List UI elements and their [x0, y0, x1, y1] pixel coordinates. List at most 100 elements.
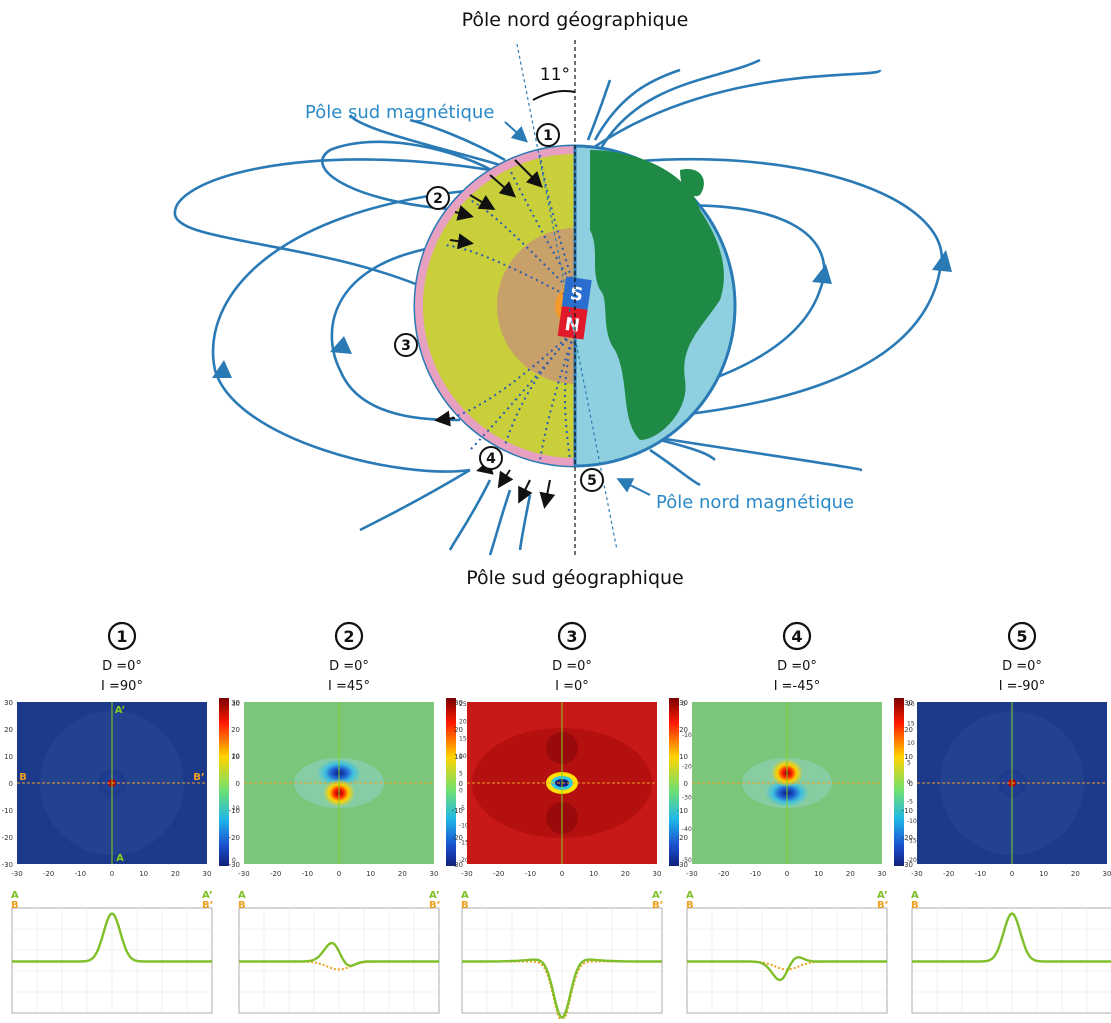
field-arrow-left-large: [212, 360, 232, 378]
svg-text:1: 1: [543, 128, 553, 144]
map-tick-x: -30: [238, 870, 249, 878]
profile-label-left: A: [911, 890, 919, 901]
colorbar-tick: 10: [232, 805, 240, 812]
map-tick-y: 30: [904, 699, 913, 707]
colorbar-tick: -20: [682, 763, 692, 770]
inner-field-lines: [444, 154, 576, 461]
title-north-geographic: Pôle nord géographique: [462, 9, 689, 31]
map-tick-x: -30: [686, 870, 697, 878]
colorbar-tick: -30: [682, 795, 692, 802]
colorbar-tick: -15: [459, 840, 469, 847]
field-line-bottom-5: [649, 448, 701, 487]
map-tick-y: 0: [459, 780, 463, 788]
map-tick-y: -30: [677, 861, 688, 869]
map-tick-x: 10: [139, 870, 148, 878]
map-tick-y: -10: [229, 807, 240, 815]
map-tick-x: -30: [461, 870, 472, 878]
map-tick-y: 20: [454, 726, 463, 734]
map-tick-y: 30: [231, 699, 240, 707]
colorbar: [669, 698, 679, 866]
map-tick-y: 0: [9, 780, 13, 788]
map-tick-x: -10: [525, 870, 536, 878]
profile-label-right: B’: [877, 900, 888, 911]
field-arrow-right-mid: [812, 264, 832, 284]
panel-number-circle: [557, 621, 587, 651]
colorbar-tick: -20: [907, 857, 917, 864]
profile-label-left: B: [461, 900, 469, 911]
map-tick-y: -20: [452, 834, 463, 842]
map-tick-y: 10: [904, 753, 913, 761]
anomaly-map: [692, 702, 882, 864]
map-axis-label-top: A’: [115, 705, 126, 716]
map-tick-y: -10: [902, 807, 913, 815]
colorbar-tick: -20: [459, 857, 469, 864]
map-tick-x: 20: [398, 870, 407, 878]
map-tick-x: 10: [814, 870, 823, 878]
angle-label: 11°: [540, 65, 570, 85]
colorbar-tick: 20: [232, 753, 240, 760]
panel-5: 5D =0°I =-90°-30-30-20-20-10-10001010202…: [902, 621, 1111, 1014]
map-tick-y: -30: [452, 861, 463, 869]
map-tick-y: 0: [236, 780, 240, 788]
map-tick-x: -30: [911, 870, 922, 878]
continent-shapes: [590, 150, 724, 440]
field-direction-arrows: [212, 250, 952, 378]
declination-label: D =0°: [102, 659, 142, 674]
profile-a: [912, 912, 1111, 963]
declination-label: D =0°: [777, 659, 817, 674]
field-line-bottom-6: [659, 438, 716, 461]
map-tick-y: -20: [677, 834, 688, 842]
map-tick-x: -30: [11, 870, 22, 878]
anomaly-map: [467, 702, 657, 864]
field-line-bottom-1: [359, 468, 471, 532]
profile-label-left: A: [238, 890, 246, 901]
map-tick-x: 0: [1010, 870, 1014, 878]
map-tick-y: 10: [231, 753, 240, 761]
colorbar-tick: -15: [907, 838, 917, 845]
colorbar-tick: -10: [682, 732, 692, 739]
panel-number-circle: [1007, 621, 1037, 651]
colorbar-tick: 10: [459, 753, 467, 760]
inclination-label: I =-90°: [999, 679, 1046, 694]
map-tick-y: 10: [679, 753, 688, 761]
colorbar-tick: -5: [459, 805, 465, 812]
earth-core-outer: [497, 228, 575, 384]
map-tick-y: 0: [909, 780, 913, 788]
field-line-left-top: [321, 140, 501, 212]
map-tick-x: 10: [366, 870, 375, 878]
map-tick-y: -30: [902, 861, 913, 869]
map-tick-x: -10: [302, 870, 313, 878]
map-tick-x: -20: [943, 870, 954, 878]
map-tick-y: -10: [452, 807, 463, 815]
magnet-n-label: N: [563, 314, 581, 337]
profile-label-left: A: [11, 890, 19, 901]
colorbar-tick: 20: [907, 701, 915, 708]
colorbar: [894, 698, 904, 866]
map-tick-y: 10: [4, 753, 13, 761]
colorbar-tick: 0: [682, 701, 686, 708]
field-line-right-3: [586, 79, 612, 141]
map-tick-x: 30: [203, 870, 212, 878]
colorbar-tick: 15: [459, 736, 467, 743]
profile-label-right: A’: [877, 890, 888, 901]
inclination-label: I =45°: [328, 679, 370, 694]
map-tick-x: 30: [1103, 870, 1111, 878]
profile-label-right: A’: [202, 890, 213, 901]
map-tick-y: 20: [679, 726, 688, 734]
svg-text:4: 4: [486, 451, 496, 467]
magnet-south: [561, 276, 592, 310]
svg-text:3: 3: [401, 338, 411, 354]
declination-label: D =0°: [1002, 659, 1042, 674]
title-south-geographic: Pôle sud géographique: [466, 567, 684, 589]
colorbar-tick: -5: [907, 799, 913, 806]
profile-a: [239, 941, 439, 968]
marker-1: 1: [536, 123, 560, 147]
map-axis-label-right: B’: [193, 772, 204, 783]
map-tick-x: -20: [493, 870, 504, 878]
map-tick-y: -20: [902, 834, 913, 842]
map-tick-x: 0: [785, 870, 789, 878]
panel-number-circle: [782, 621, 812, 651]
angle-arc: [532, 90, 576, 101]
field-line-right-2: [593, 68, 681, 141]
colorbar-tick: 0: [907, 779, 911, 786]
